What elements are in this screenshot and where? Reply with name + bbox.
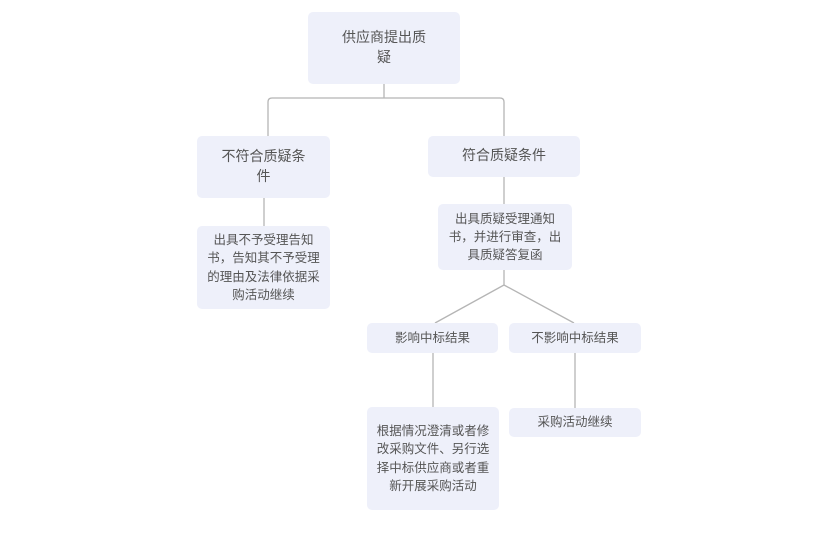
node-not-affects-result: 采购活动继续 bbox=[509, 408, 641, 437]
node-meet: 符合质疑条件 bbox=[428, 136, 580, 177]
node-root: 供应商提出质疑 bbox=[308, 12, 460, 84]
node-meet-result: 出具质疑受理通知书，并进行审查，出具质疑答复函 bbox=[438, 204, 572, 270]
connector-root bbox=[267, 84, 505, 136]
node-not-meet-result: 出具不予受理告知书，告知其不予受理的理由及法律依据采购活动继续 bbox=[197, 226, 330, 309]
node-affects: 影响中标结果 bbox=[367, 323, 498, 353]
connector-review bbox=[434, 270, 575, 324]
node-not-affects: 不影响中标结果 bbox=[509, 323, 641, 353]
node-affects-result: 根据情况澄清或者修改采购文件、另行选择中标供应商或者重新开展采购活动 bbox=[367, 407, 499, 510]
node-not-meet: 不符合质疑条件 bbox=[197, 136, 330, 198]
